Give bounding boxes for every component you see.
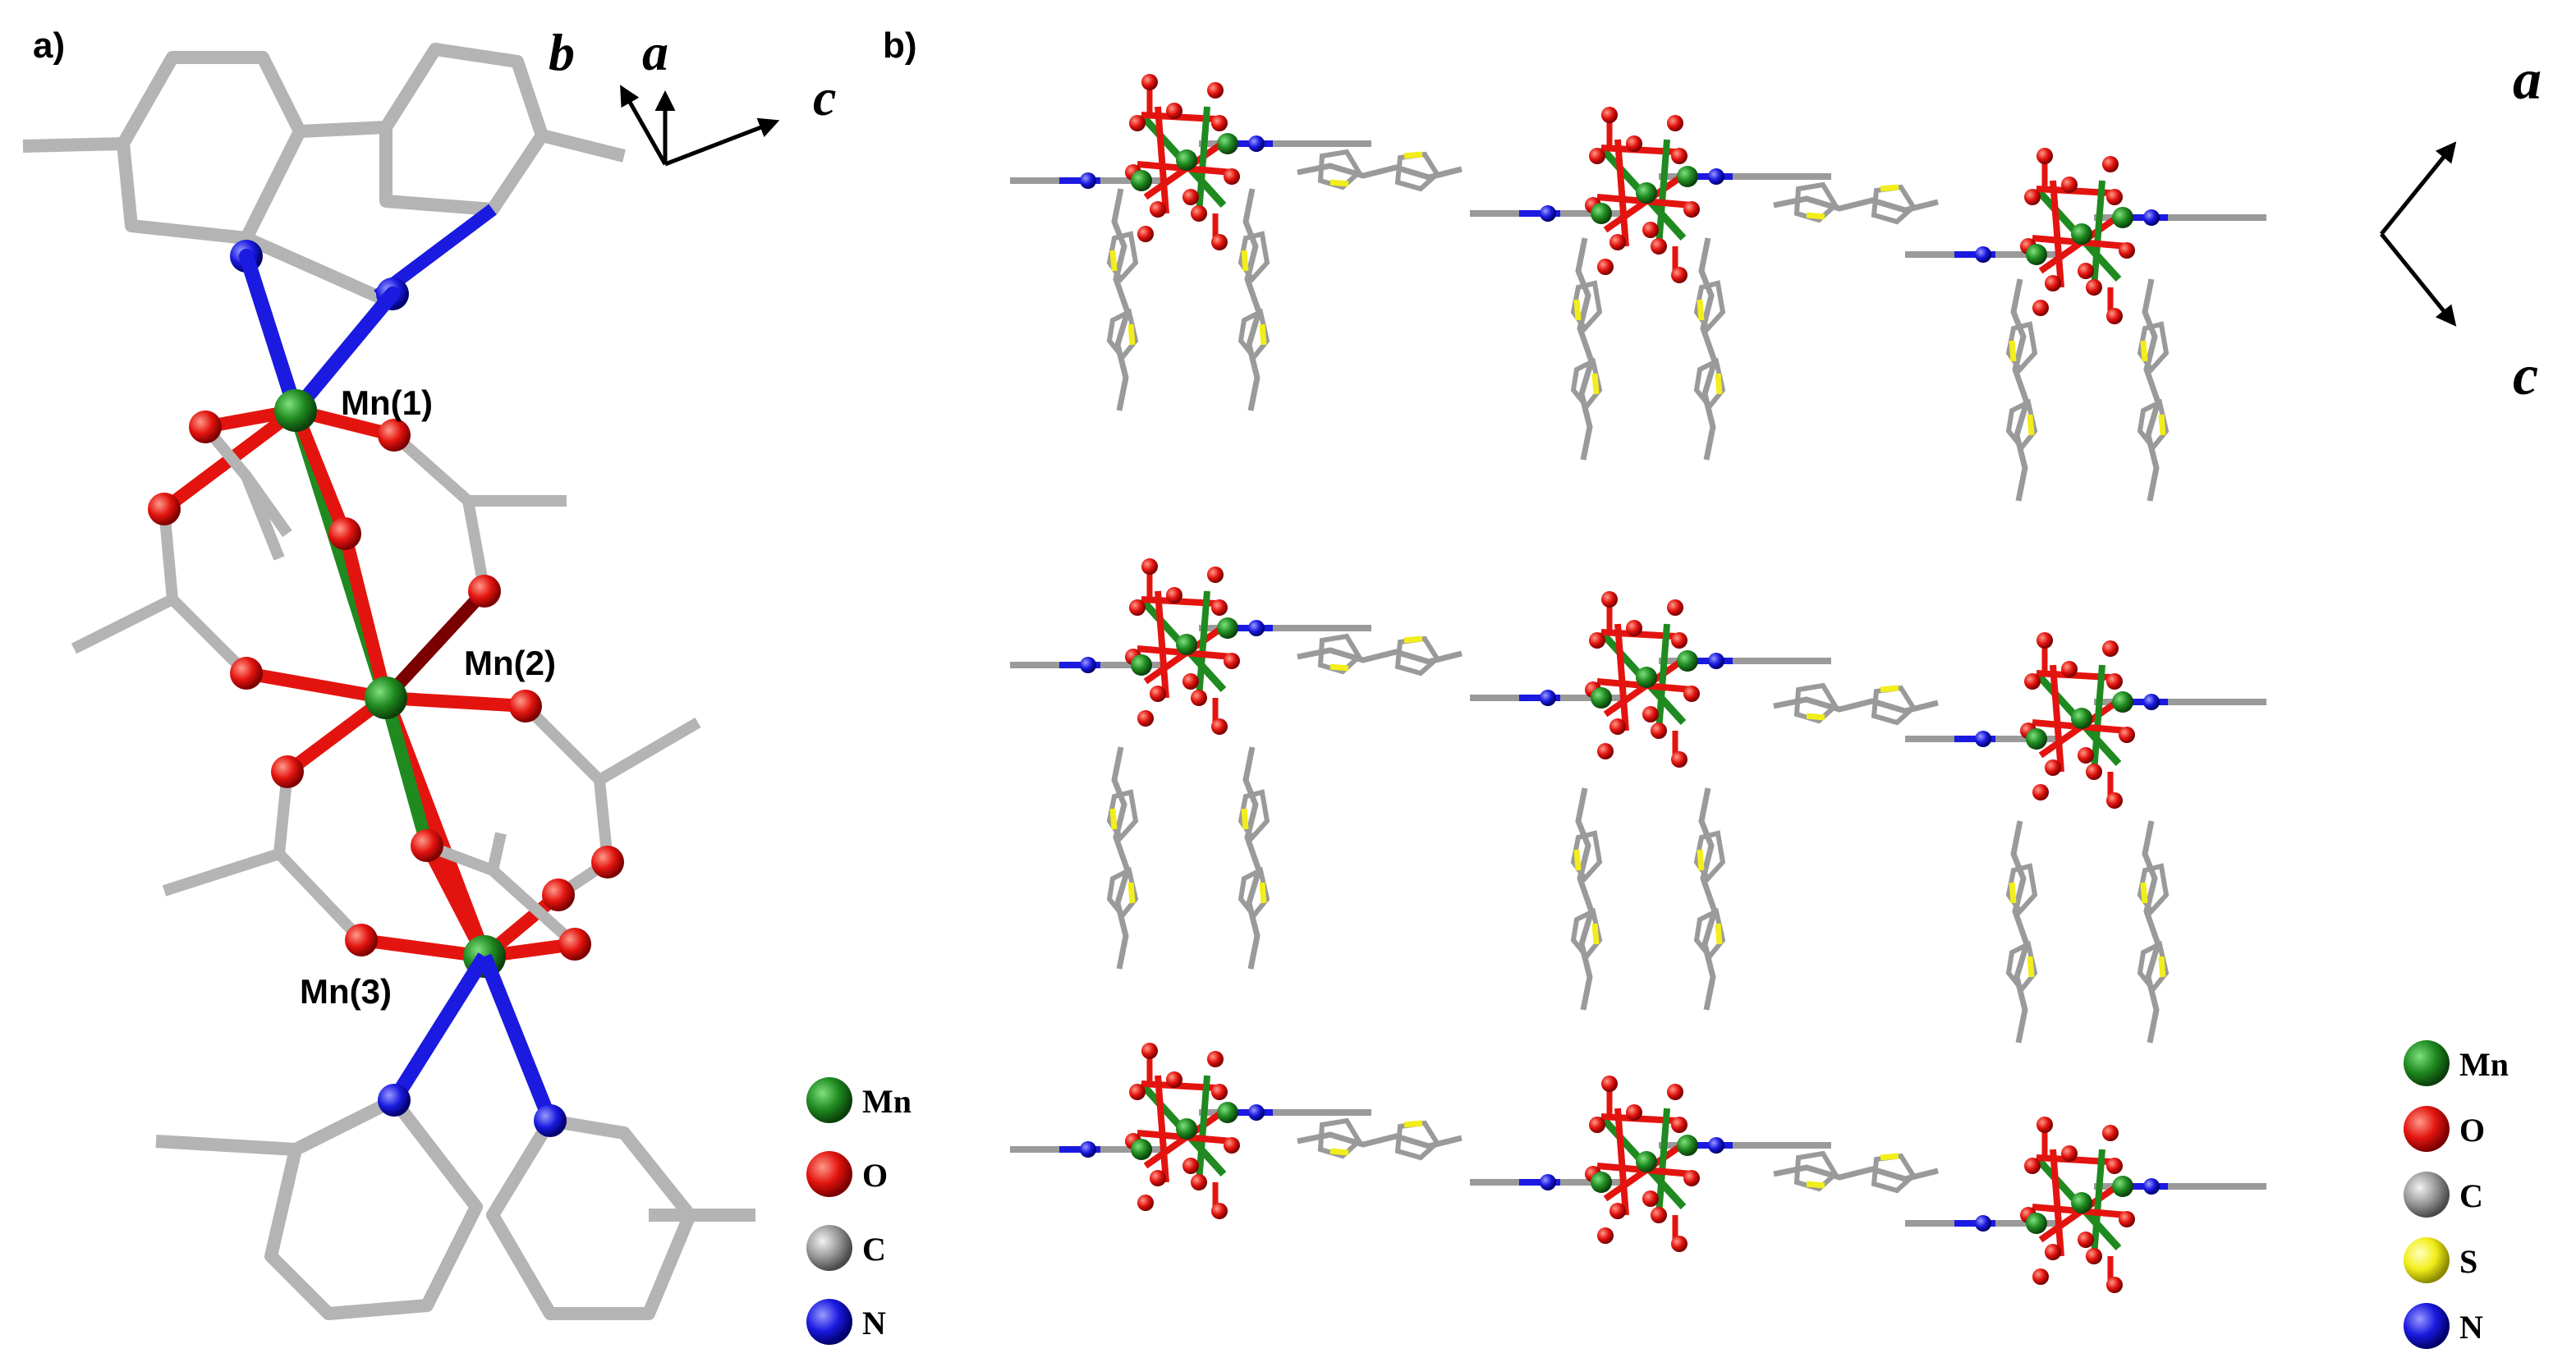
panel-a-oxygen-atoms: [148, 411, 624, 961]
axis-label-b: b: [549, 23, 575, 81]
bottom-bipyridine-ligand: [155, 952, 755, 1320]
legend-b-c: C: [2459, 1177, 2483, 1214]
horizontal-linkers: [1297, 152, 1938, 1190]
legend-a-c: C: [862, 1231, 886, 1268]
panel-a-label: a): [33, 25, 65, 66]
panel-a: a) b a c: [22, 23, 911, 1345]
legend-a-mn: Mn: [862, 1083, 911, 1120]
top-bipyridine-ligand: [22, 43, 626, 310]
atom-label-mn3: Mn(3): [300, 972, 392, 1011]
axis-triad-a: b a c: [549, 23, 836, 167]
legend-b-n: N: [2459, 1309, 2483, 1346]
legend-b-s: S: [2459, 1243, 2477, 1280]
axis-triad-b: a c: [2380, 48, 2542, 407]
vertical-linkers: [1109, 189, 2166, 1043]
axis-label-c: c: [813, 68, 836, 126]
panel-b: b) a c: [883, 25, 2542, 1349]
legend-b-o: O: [2459, 1112, 2485, 1149]
axis-label-a: a: [642, 23, 668, 81]
legend-a-n: N: [862, 1305, 886, 1342]
atom-label-mn1: Mn(1): [341, 383, 433, 422]
acetate-bridges: [71, 423, 701, 949]
panel-a-manganese-atoms: [274, 389, 506, 978]
trinuclear-core-bonds: [158, 249, 581, 964]
axis-label-b-c: c: [2513, 344, 2538, 407]
cluster-nodes: [1010, 74, 2266, 1293]
legend-a-o: O: [862, 1157, 888, 1194]
panel-b-legend: Mn O C S N: [2404, 1040, 2509, 1349]
panel-a-legend: Mn O C N: [806, 1077, 911, 1345]
atom-label-mn2: Mn(2): [464, 644, 556, 682]
legend-b-mn: Mn: [2459, 1046, 2509, 1083]
axis-label-b-a: a: [2513, 48, 2542, 112]
panel-b-label: b): [883, 25, 917, 66]
